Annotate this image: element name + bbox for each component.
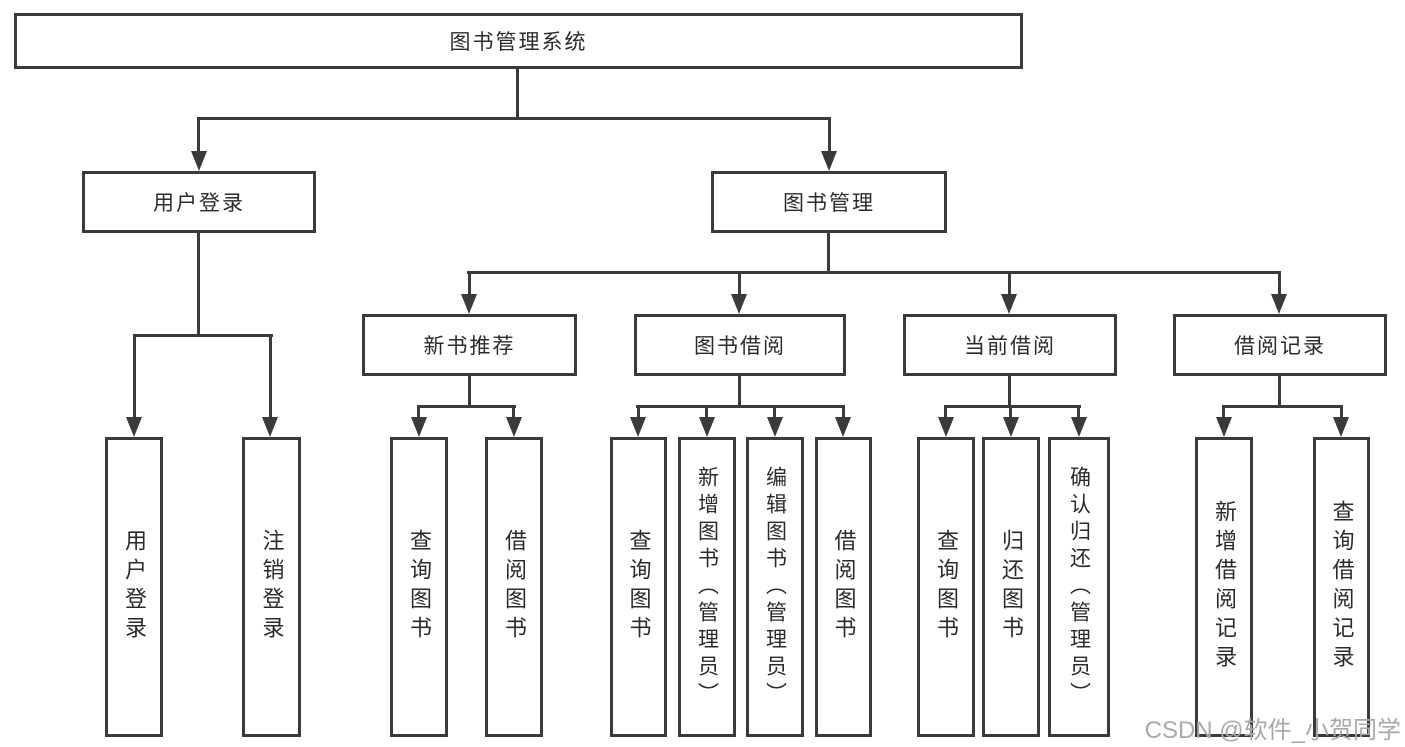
node-library-management-system: 图书管理系统	[14, 13, 1023, 69]
arrow-down-icon	[821, 151, 837, 171]
connector-line	[738, 376, 741, 408]
arrow-down-icon	[1001, 294, 1017, 314]
node-label: 查询图书	[934, 529, 959, 645]
arrow-down-icon	[630, 417, 646, 437]
node-label: 借阅图书	[502, 529, 527, 645]
node-label: 图书管理系统	[449, 31, 588, 54]
leaf-query-books-current: 查询图书	[917, 437, 975, 737]
connector-line	[133, 334, 273, 337]
connector-line	[636, 405, 845, 408]
csdn-watermark: CSDN @软件_小贺同学	[1144, 717, 1401, 744]
arrow-down-icon	[1333, 417, 1349, 437]
connector-line	[1008, 376, 1011, 408]
connector-line	[705, 405, 708, 419]
node-label: 图书管理	[783, 192, 875, 215]
node-new-book-recommend: 新书推荐	[362, 314, 577, 376]
leaf-confirm-return-admin: 确认归还（管理员）	[1048, 437, 1110, 737]
connector-line	[512, 405, 515, 419]
node-label: 归还图书	[999, 529, 1024, 645]
connector-line	[842, 405, 845, 419]
connector-line	[269, 334, 272, 418]
arrow-down-icon	[1003, 417, 1019, 437]
connector-line	[197, 233, 200, 337]
node-label: 用户登录	[153, 192, 245, 215]
connector-line	[1222, 405, 1225, 419]
node-current-borrowing: 当前借阅	[903, 314, 1117, 376]
node-label: 查询图书	[407, 529, 432, 645]
connector-line	[417, 405, 516, 408]
connector-line	[516, 68, 519, 118]
arrow-down-icon	[411, 417, 427, 437]
leaf-borrow-books-recommend: 借阅图书	[485, 437, 543, 737]
leaf-query-borrow-record: 查询借阅记录	[1313, 437, 1370, 737]
arrow-down-icon	[1216, 417, 1232, 437]
connector-line	[773, 405, 776, 419]
connector-line	[468, 376, 471, 408]
node-label: 用户登录	[122, 529, 147, 645]
leaf-query-books-borrowing: 查询图书	[610, 437, 667, 737]
node-borrow-records: 借阅记录	[1173, 314, 1387, 376]
node-label: 当前借阅	[964, 335, 1056, 358]
arrow-down-icon	[731, 294, 747, 314]
connector-line	[467, 271, 1281, 274]
connector-line	[197, 117, 831, 120]
node-label: 借阅记录	[1234, 335, 1326, 358]
connector-line	[417, 405, 420, 419]
arrow-down-icon	[699, 417, 715, 437]
arrow-down-icon	[461, 294, 477, 314]
node-label: 注销登录	[259, 529, 285, 645]
connector-line	[828, 117, 831, 153]
node-user-login: 用户登录	[82, 171, 316, 233]
leaf-add-books-admin: 新增图书（管理员）	[678, 437, 736, 737]
arrow-down-icon	[938, 417, 954, 437]
node-book-management: 图书管理	[711, 171, 947, 233]
connector-line	[1009, 405, 1012, 419]
node-label: 确认归还（管理员）	[1067, 465, 1091, 709]
connector-line	[468, 271, 471, 296]
connector-line	[738, 271, 741, 296]
node-label: 查询借阅记录	[1329, 500, 1355, 674]
connector-line	[637, 405, 640, 419]
connector-line	[133, 334, 136, 418]
arrow-down-icon	[191, 151, 207, 171]
connector-line	[827, 233, 830, 274]
node-book-borrowing: 图书借阅	[634, 314, 846, 376]
connector-line	[944, 405, 947, 419]
node-label: 编辑图书（管理员）	[763, 465, 787, 709]
leaf-add-borrow-record: 新增借阅记录	[1195, 437, 1253, 737]
arrow-down-icon	[126, 417, 142, 437]
connector-line	[1278, 271, 1281, 296]
connector-line	[944, 405, 1081, 408]
arrow-down-icon	[1271, 294, 1287, 314]
connector-line	[1278, 376, 1281, 408]
leaf-query-books-recommend: 查询图书	[390, 437, 448, 737]
leaf-return-books: 归还图书	[982, 437, 1040, 737]
connector-line	[1222, 405, 1343, 408]
leaf-logout: 注销登录	[242, 437, 301, 737]
node-label: 图书借阅	[694, 335, 786, 358]
node-label: 借阅图书	[831, 529, 857, 645]
arrow-down-icon	[506, 417, 522, 437]
leaf-user-login: 用户登录	[105, 437, 163, 737]
connector-line	[1340, 405, 1343, 419]
node-label: 新书推荐	[423, 335, 516, 358]
node-label: 新增图书（管理员）	[695, 465, 719, 709]
arrow-down-icon	[262, 417, 278, 437]
arrow-down-icon	[1071, 417, 1087, 437]
leaf-borrow-books-borrowing: 借阅图书	[815, 437, 872, 737]
connector-line	[1077, 405, 1080, 419]
arrow-down-icon	[767, 417, 783, 437]
leaf-edit-books-admin: 编辑图书（管理员）	[746, 437, 804, 737]
node-label: 新增借阅记录	[1212, 500, 1237, 674]
arrow-down-icon	[835, 417, 851, 437]
connector-line	[197, 117, 200, 153]
node-label: 查询图书	[626, 529, 652, 645]
connector-line	[1008, 271, 1011, 296]
